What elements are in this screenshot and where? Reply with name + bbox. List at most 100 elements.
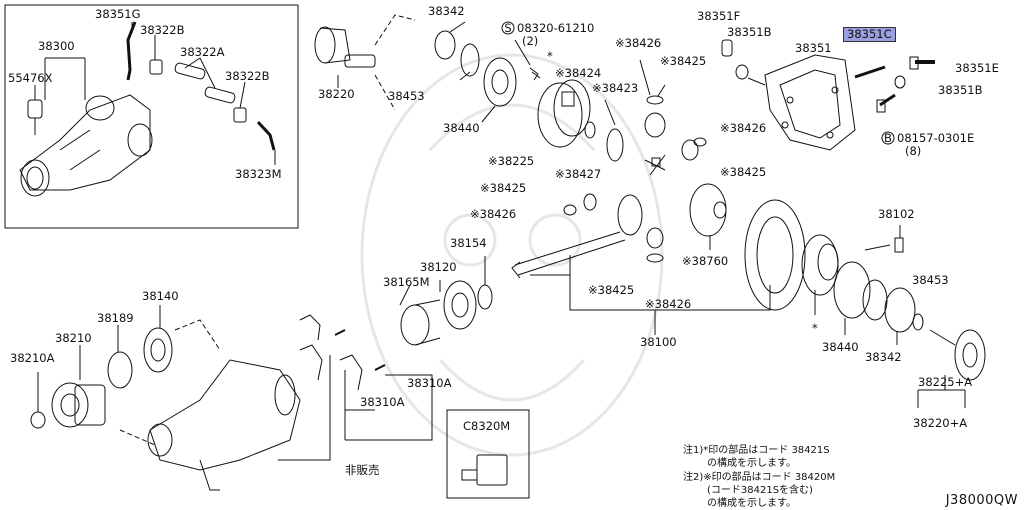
- part-label-38351F[interactable]: 38351F: [697, 9, 741, 23]
- part-label-C8320M[interactable]: C8320M: [463, 419, 511, 433]
- part-label-38220A[interactable]: 38220+A: [913, 416, 968, 430]
- part-label-38322A[interactable]: 38322A: [180, 45, 225, 59]
- part-label-38453-r[interactable]: 38453: [912, 273, 949, 287]
- part-label-38423[interactable]: ※38423: [592, 81, 639, 95]
- star-marker: *: [547, 49, 553, 63]
- part-label-38351C-highlighted[interactable]: 38351C: [843, 27, 896, 42]
- note-line-3: 注2)※印の部品はコード 38420M: [683, 472, 836, 483]
- part-label-38440-r[interactable]: 38440: [822, 340, 859, 354]
- part-label-38425-d[interactable]: ※38425: [588, 283, 635, 297]
- diff-carrier-r: [801, 234, 839, 296]
- part-label-38102[interactable]: 38102: [878, 207, 915, 221]
- tube-38323M: [256, 120, 276, 151]
- clip-38322B: [149, 59, 163, 75]
- hose-38322A-b: [204, 86, 236, 104]
- note-line-1: 注1)*印の部品はコード 38421S: [683, 445, 830, 456]
- part-label-38425-a[interactable]: ※38425: [660, 54, 707, 68]
- part-label-38426-d[interactable]: ※38426: [645, 297, 692, 311]
- note-line-2: の構成を示します。: [707, 458, 796, 469]
- seal-38342: [434, 30, 456, 60]
- part-label-38425-c[interactable]: ※38425: [480, 181, 527, 195]
- part-label-38351B-r[interactable]: 38351B: [938, 83, 983, 97]
- qty-08320: (2): [522, 34, 539, 48]
- part-label-38310A-b[interactable]: 38310A: [360, 395, 405, 409]
- part-label-55476X[interactable]: 55476X: [8, 71, 53, 85]
- note-line-4: (コード38421Sを含む): [707, 485, 813, 496]
- part-label-38440[interactable]: 38440: [443, 121, 480, 135]
- part-label-38300[interactable]: 38300: [38, 39, 75, 53]
- hose-38322A-a: [174, 62, 206, 80]
- companion-flange: [314, 26, 376, 68]
- part-label-38342[interactable]: 38342: [428, 4, 465, 18]
- breather-tube: [126, 21, 137, 81]
- part-label-38424[interactable]: ※38424: [555, 66, 602, 80]
- s-circle-symbol: S: [504, 21, 512, 35]
- stud-38351C: [854, 65, 886, 79]
- diagram-code: J38000QW: [945, 493, 1018, 508]
- part-label-38322B-b[interactable]: 38322B: [225, 69, 270, 83]
- part-label-38351[interactable]: 38351: [795, 41, 832, 55]
- seal-38189: [107, 351, 133, 389]
- part-label-38425-b[interactable]: ※38425: [720, 165, 767, 179]
- ring-gear: [744, 199, 806, 311]
- b-circle-symbol: B: [884, 131, 892, 145]
- part-label-38322B[interactable]: 38322B: [140, 23, 185, 37]
- b-circle: [881, 131, 895, 145]
- part-label-38426-b[interactable]: ※38426: [720, 121, 767, 135]
- part-label-38427[interactable]: ※38427: [555, 167, 602, 181]
- part-label-38165M[interactable]: 38165M: [383, 275, 430, 289]
- part-label-38120[interactable]: 38120: [420, 260, 457, 274]
- star-marker-r: *: [812, 321, 818, 335]
- part-label-38225[interactable]: ※38225: [488, 154, 535, 168]
- part-label-38100[interactable]: 38100: [640, 335, 677, 349]
- bolt-38102: [894, 237, 904, 253]
- part-label-38210[interactable]: 38210: [55, 331, 92, 345]
- qty-08157: (8): [905, 144, 922, 158]
- watermark-logo: [360, 53, 664, 457]
- part-label-08157-0301E[interactable]: 08157-0301E: [897, 131, 975, 145]
- washer-38453: [460, 43, 480, 77]
- flange-38210: [51, 382, 106, 428]
- gasket-38351B: [735, 64, 749, 80]
- part-label-38426-a[interactable]: ※38426: [615, 36, 662, 50]
- spacer-38165M: [400, 304, 430, 346]
- washer-38453-r: [862, 279, 888, 321]
- part-label-38351B[interactable]: 38351B: [727, 25, 772, 39]
- part-label-38342-r[interactable]: 38342: [865, 350, 902, 364]
- part-label-38210A[interactable]: 38210A: [10, 351, 55, 365]
- part-label-38351G[interactable]: 38351G: [95, 7, 141, 21]
- part-label-38225A[interactable]: 38225+A: [918, 375, 973, 389]
- bearing-cap-a: [299, 314, 321, 341]
- gear-carrier: [147, 359, 301, 491]
- part-label-38310A-a[interactable]: 38310A: [407, 376, 452, 390]
- plug-38351F: [721, 39, 733, 57]
- part-label-38760[interactable]: ※38760: [682, 254, 729, 268]
- part-label-38323M[interactable]: 38323M: [235, 167, 282, 181]
- clip-38322B-b: [233, 107, 247, 123]
- pinion-38425: [644, 112, 666, 138]
- bearing-38140: [143, 327, 173, 373]
- pinion-shaft-38427: [644, 154, 666, 176]
- part-label-38220[interactable]: 38220: [318, 87, 355, 101]
- not-sold-label: 非販売: [345, 463, 380, 477]
- inset-diff-housing: [19, 94, 153, 197]
- sealant-box: [446, 409, 530, 499]
- inset-frame: [4, 4, 299, 229]
- s-circle: [501, 21, 515, 35]
- thrust-38760: [689, 183, 727, 237]
- part-label-38189[interactable]: 38189: [97, 311, 134, 325]
- sealant-tube: [476, 454, 508, 486]
- rear-cover: [764, 54, 856, 151]
- note-line-5: の構成を示します。: [707, 498, 796, 509]
- part-label-08320-61210[interactable]: 08320-61210: [517, 21, 595, 35]
- part-label-38426-c[interactable]: ※38426: [470, 207, 517, 221]
- bearing-38440: [483, 57, 517, 107]
- part-label-38140[interactable]: 38140: [142, 289, 179, 303]
- part-label-38351E[interactable]: 38351E: [955, 61, 999, 75]
- part-label-38154[interactable]: 38154: [450, 236, 487, 250]
- bearing-38120: [443, 280, 477, 330]
- part-label-38453[interactable]: 38453: [388, 89, 425, 103]
- bearing-38440-r: [833, 261, 871, 319]
